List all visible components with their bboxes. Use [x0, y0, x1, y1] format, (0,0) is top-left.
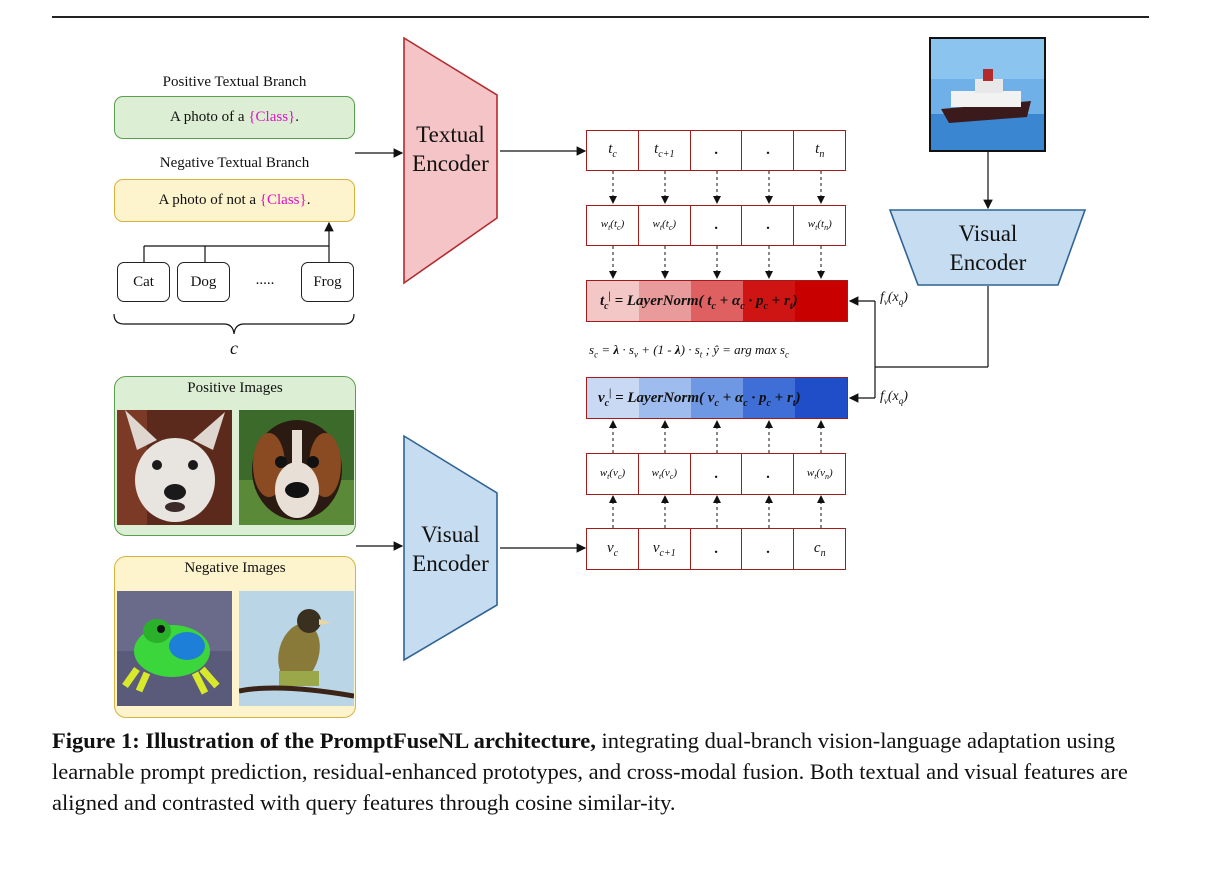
query-feature-label-top: fv(xq) [880, 290, 908, 307]
text-token-tn: tn [793, 130, 847, 171]
frog-photo [117, 591, 232, 706]
text-weight-n: wt(tn) [793, 205, 847, 246]
visual-weight-dot-1: . [689, 453, 743, 495]
text-layernorm-cell-5 [795, 281, 847, 321]
text-token-tc: tc [586, 130, 639, 171]
visual-token-vc: vc [586, 528, 639, 570]
score-formula: sc = λ · sv + (1 - λ) · st ; ŷ = arg max… [589, 342, 789, 360]
text-layernorm-cell-1 [587, 281, 639, 321]
negative-prompt-suffix: . [306, 192, 311, 208]
text-layernorm-cell-2 [639, 281, 691, 321]
text-token-dot-2: . [741, 130, 795, 171]
class-box-frog: Frog [301, 262, 354, 302]
negative-prompt-class: {Class} [259, 192, 307, 208]
text-weight-dot-2: . [741, 205, 795, 246]
text-layernorm-cell-4 [743, 281, 795, 321]
caption-text: integrating dual-branch vision-language … [52, 728, 1128, 815]
visual-layernorm-cell-3 [691, 378, 743, 418]
negative-images-title: Negative Images [184, 560, 286, 576]
query-ship-photo [929, 37, 1046, 152]
negative-textual-branch-title: Negative Textual Branch [159, 155, 310, 171]
visual-layernorm-row [586, 377, 848, 419]
positive-images-title: Positive Images [187, 380, 283, 396]
text-token-row: tc tc+1 . . tn [586, 130, 847, 171]
class-box-cat: Cat [117, 262, 170, 302]
positive-prompt-prefix: A photo of a [170, 109, 249, 125]
class-set-label: c [230, 338, 238, 358]
textual-encoder-shape [403, 36, 498, 285]
text-weight-2: wt(tc) [637, 205, 691, 246]
caption-bold: Figure 1: Illustration of the PromptFuse… [52, 728, 596, 753]
visual-token-cn: cn [793, 528, 847, 570]
bird-photo [239, 591, 354, 706]
text-weights-row: wt(tc) wt(tc) . . wt(tn) [586, 205, 847, 246]
visual-layernorm-formula: vc| = LayerNorm( vc + αc · pc + rt) [598, 388, 801, 409]
visual-token-row: vc vc+1 . . cn [586, 528, 847, 570]
visual-layernorm-cell-5 [795, 378, 847, 418]
visual-layernorm-cell-1 [587, 378, 639, 418]
visual-weight-dot-2: . [741, 453, 795, 495]
text-weight-dot-1: . [689, 205, 743, 246]
text-layernorm-row [586, 280, 848, 322]
visual-weight-n: wt(vn) [793, 453, 847, 495]
positive-prompt-class: {Class} [248, 109, 296, 125]
visual-encoder-bottom-shape [403, 434, 498, 662]
visual-weight-1: wt(vc) [586, 453, 639, 495]
dog-photo-white [117, 410, 232, 525]
visual-layernorm-cell-2 [639, 378, 691, 418]
text-layernorm-cell-3 [691, 281, 743, 321]
text-layernorm-formula: tc| = LayerNorm( tc + αc · pc + rt) [600, 291, 798, 312]
visual-layernorm-cell-4 [743, 378, 795, 418]
visual-weight-2: wt(vc) [637, 453, 691, 495]
figure-caption: Figure 1: Illustration of the PromptFuse… [52, 725, 1149, 818]
positive-prompt-suffix: . [295, 109, 299, 125]
dog-photo-brown [239, 410, 354, 525]
negative-prompt-prefix: A photo of not a [158, 192, 260, 208]
positive-textual-branch-title: Positive Textual Branch [162, 74, 307, 90]
visual-weights-row: wt(vc) wt(vc) . . wt(vn) [586, 453, 847, 495]
visual-token-dot-2: . [741, 528, 795, 570]
visual-token-vc1: vc+1 [637, 528, 691, 570]
negative-prompt-box: A photo of not a {Class}. [114, 179, 355, 222]
query-feature-label-bottom: fv(xq) [880, 389, 908, 406]
positive-prompt-box: A photo of a {Class}. [114, 96, 355, 139]
class-box-ellipsis: ..... [255, 272, 275, 288]
visual-token-dot-1: . [689, 528, 743, 570]
page-top-rule [52, 16, 1149, 18]
text-token-tc1: tc+1 [637, 130, 691, 171]
visual-encoder-right-shape [888, 209, 1087, 286]
text-weight-1: wt(tc) [586, 205, 639, 246]
text-token-dot-1: . [689, 130, 743, 171]
class-box-dog: Dog [177, 262, 230, 302]
